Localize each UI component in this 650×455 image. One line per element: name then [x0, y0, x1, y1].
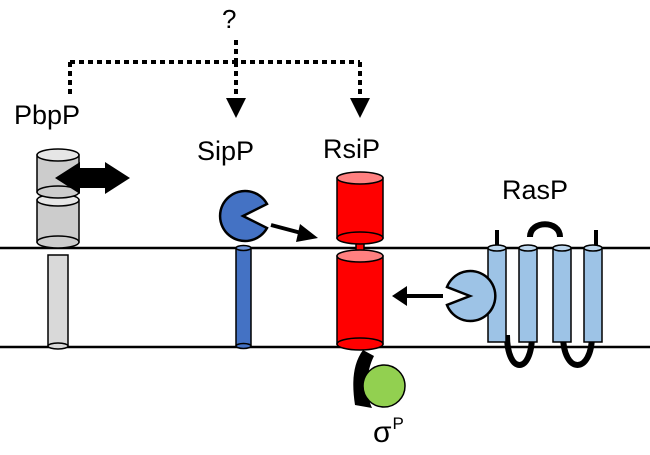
sigma-factor-label: σP: [373, 414, 404, 450]
dashed-arrow-icon: [226, 98, 246, 118]
sipp-protein: [218, 189, 269, 350]
sigma-superscript: P: [392, 414, 404, 433]
sigma-symbol: σ: [373, 416, 392, 449]
sigma-factor: [362, 364, 406, 408]
rsip-label: RsiP: [323, 134, 381, 164]
unknown-signal-label: ?: [222, 4, 237, 34]
pacman-protease-icon: [218, 189, 269, 243]
rsip-protein: [336, 171, 384, 351]
regulation-dashed-arrows: [68, 40, 362, 100]
dashed-arrow-icon: [350, 98, 370, 118]
pacman-protease-icon: [445, 269, 497, 323]
rasp-protein: [445, 221, 603, 368]
pbpp-label: PbpP: [14, 100, 81, 130]
rasp-label: RasP: [502, 175, 569, 205]
solid-arrow-icon: [270, 223, 318, 242]
sipp-label: SipP: [197, 136, 255, 166]
double-headed-arrow-icon: [55, 162, 130, 194]
solid-arrow-icon: [392, 286, 443, 306]
